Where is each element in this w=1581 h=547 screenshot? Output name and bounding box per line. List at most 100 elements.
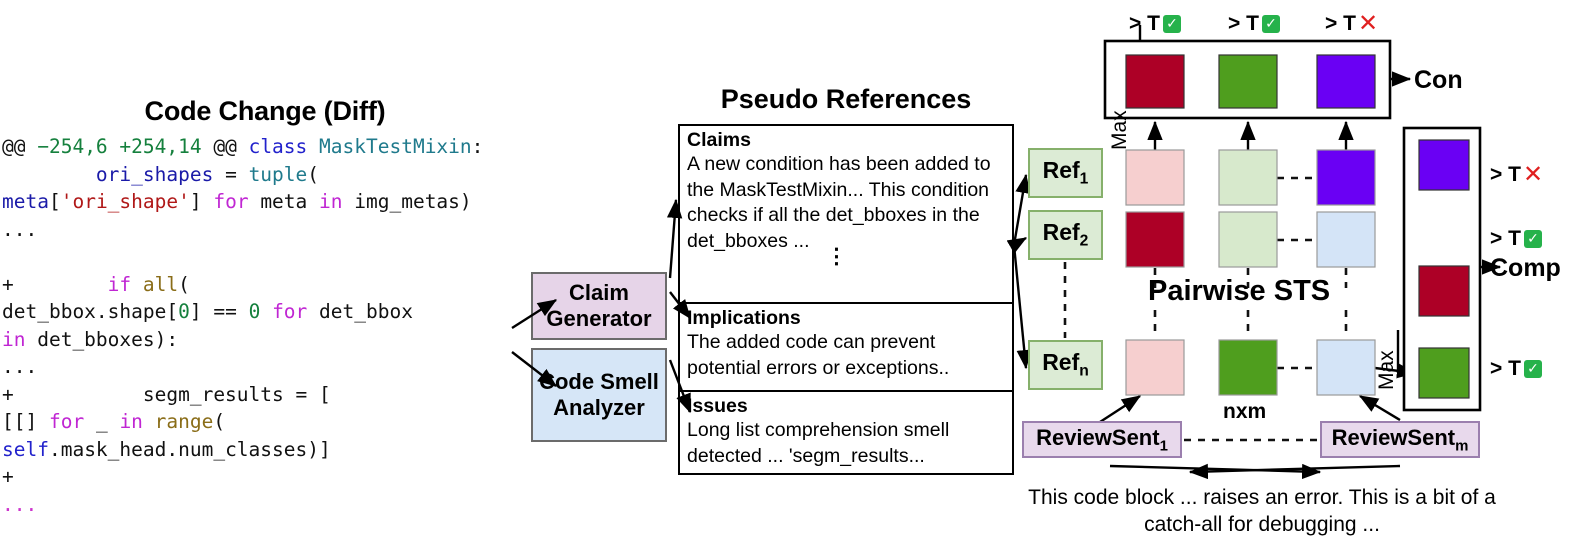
review-sent-label: ReviewSentm (1331, 424, 1469, 455)
diff-token: det_bbox (307, 300, 413, 323)
check-icon: ✓ (1523, 360, 1542, 378)
diff-token: ( (213, 410, 226, 433)
arrow-diff-to-claim-generator (511, 298, 558, 330)
section-text: Long list comprehension smell detected .… (687, 419, 950, 467)
output-label-comp: Comp (1490, 254, 1561, 282)
diff-token: for (272, 300, 308, 323)
diff-token: MaskTestMixin (319, 135, 472, 158)
diff-panel-title: Code Change (Diff) (144, 96, 386, 126)
sts-matrix-cell (1218, 339, 1278, 396)
diff-token: for (48, 410, 85, 433)
ref-box-n: Refn (1028, 340, 1103, 390)
diff-token: @@ (201, 135, 249, 158)
diff-token: 'ori_shape' (60, 190, 190, 213)
diff-token: ] (189, 190, 214, 213)
diff-line: ... (2, 491, 530, 519)
diff-token: −254,6 +254,14 (37, 135, 202, 158)
pseudo-references-title: Pseudo References (720, 84, 972, 114)
output-label-con: Con (1414, 66, 1463, 94)
ref-box-2: Ref2 (1028, 210, 1103, 260)
max-label-top: Max (1108, 110, 1131, 150)
diff-line: in det_bboxes): (2, 326, 530, 354)
top-panel-cell (1125, 54, 1185, 109)
diff-token: ( (178, 272, 190, 296)
sts-matrix-cell (1125, 149, 1185, 206)
threshold-label-top-3: > T✕ (1325, 9, 1379, 37)
review-sent-box-1: ReviewSent1 (1022, 421, 1182, 458)
diff-token: self (2, 437, 49, 461)
section-text: A new condition has been added to the Ma… (687, 153, 991, 252)
connector-arrows (511, 25, 1502, 480)
section-heading: Issues (687, 395, 748, 417)
sts-matrix-cell (1125, 211, 1185, 268)
arrow-diff-to-smell-analyzer (511, 351, 557, 387)
matrix-cells (1125, 54, 1470, 399)
diff-token: range (154, 410, 214, 433)
arrow-reviewsent-pair-left (1188, 463, 1401, 480)
diff-token: meta (2, 190, 49, 213)
diff-token: ... (2, 492, 38, 516)
top-panel-cell (1218, 54, 1278, 109)
check-icon: ✓ (1261, 15, 1280, 33)
diff-token: class (248, 135, 320, 158)
code-smell-analyzer-label: Code Smell Analyzer (539, 369, 659, 420)
pseudo-references-panel: Claims A new condition has been added to… (678, 124, 1014, 475)
pseudo-ref-section-implications: Implications The added code can prevent … (680, 302, 1012, 390)
diff-token: _ (84, 410, 120, 433)
threshold-label-right-1: > T✕ (1490, 160, 1544, 188)
arrow-claims-to-ref2 (1006, 236, 1028, 254)
claim-generator-label: Claim Generator (546, 280, 652, 331)
section-heading: Claims (687, 129, 751, 151)
sts-matrix-cell (1316, 211, 1376, 268)
diff-token: ( (307, 162, 320, 186)
diff-token: ... (2, 355, 38, 378)
diff-token: for (213, 190, 249, 213)
arrow-claims-to-ref1 (1012, 173, 1031, 246)
diff-line: ... (2, 216, 530, 244)
diff-token: + (2, 272, 108, 296)
diff-line: + (2, 463, 530, 491)
diff-line: [[] for _ in range( (2, 408, 530, 436)
diff-token: @@ (2, 135, 38, 158)
ref-label: Ref2 (1042, 219, 1089, 250)
diff-line: self.mask_head.num_classes)] (2, 436, 530, 464)
diff-token: in (2, 327, 26, 351)
threshold-label-right-3: > T✓ (1490, 357, 1542, 381)
review-sent-label: ReviewSent1 (1036, 424, 1168, 455)
diff-token: [ (48, 190, 61, 213)
diff-token: if (107, 272, 132, 296)
pairwise-sts-label: Pairwise STS (1148, 275, 1331, 307)
review-sent-box-m: ReviewSentm (1320, 421, 1480, 458)
diff-token: [[] (2, 410, 49, 433)
arrow-smell-analyzer-to-issues (668, 359, 692, 414)
diff-line: ori_shapes = tuple( (2, 161, 530, 189)
top-panel-cell (1316, 54, 1376, 109)
cross-icon: ✕ (1357, 9, 1379, 37)
ref-label: Ref1 (1042, 157, 1089, 188)
arrow-claim-generator-to-implications (669, 291, 691, 319)
diff-token: 0 (248, 300, 261, 323)
sts-matrix-cell (1218, 149, 1278, 206)
diff-token: tuple (248, 162, 308, 186)
diff-token: in (119, 410, 143, 433)
diff-token: + (2, 465, 14, 488)
diff-line: @@ −254,6 +254,14 @@ class MaskTestMixin… (2, 133, 530, 161)
matrix-dimensions-label: nxm (1223, 400, 1267, 423)
diff-token: : (471, 135, 484, 158)
sts-matrix-cell (1125, 339, 1185, 396)
right-panel-cell (1418, 139, 1470, 191)
threshold-label-top-2: > T✓ (1228, 12, 1280, 36)
ref-box-1: Ref1 (1028, 148, 1103, 198)
ref-label: Refn (1042, 349, 1089, 380)
pseudo-ref-section-issues: Issues Long list comprehension smell det… (680, 390, 1012, 472)
section-heading: Implications (687, 307, 801, 329)
diff-token: = (213, 162, 249, 186)
diff-line: det_bbox.shape[0] == 0 for det_bbox (2, 298, 530, 326)
diff-token: img_metas) (342, 190, 472, 213)
threshold-label-top-1: > T✓ (1129, 12, 1181, 36)
diff-token: + segm_results = [ (2, 382, 331, 406)
max-label-right: Max (1375, 350, 1398, 390)
check-icon: ✓ (1523, 230, 1542, 248)
check-icon: ✓ (1162, 15, 1181, 33)
right-panel-cell (1418, 265, 1470, 317)
